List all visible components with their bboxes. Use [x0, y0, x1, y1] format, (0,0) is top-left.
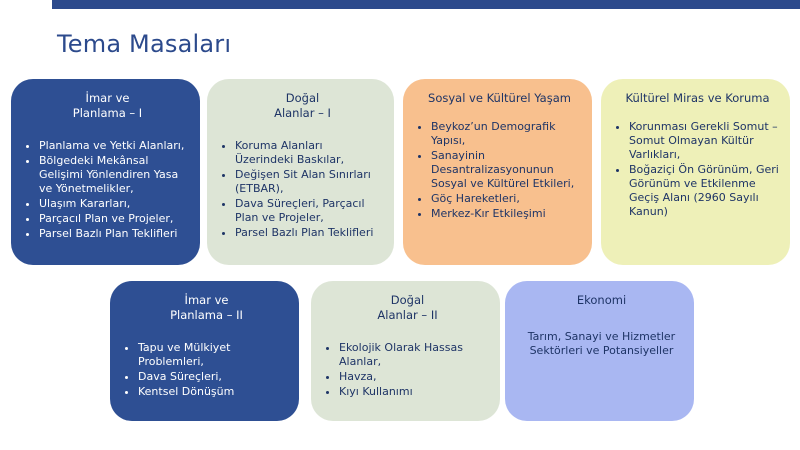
card-title: İmar ve Planlama – I [72, 91, 143, 120]
card-item-list: Planlama ve Yetki Alanları, Bölgedeki Me… [25, 139, 190, 241]
header-bar [52, 0, 800, 9]
slide-title: Tema Masaları [57, 30, 232, 58]
card-title: Kültürel Miras ve Koruma [625, 91, 770, 105]
list-item: Kentsel Dönüşüm [138, 385, 289, 399]
list-item: Parsel Bazlı Plan Teklifleri [39, 227, 190, 241]
list-item: Korunması Gerekli Somut – Somut Olmayan … [629, 120, 780, 162]
card-ekonomi: Ekonomi Tarım, Sanayi ve Hizmetler Sektö… [505, 281, 694, 421]
card-title: Doğal Alanlar – I [274, 91, 331, 120]
card-title: Doğal Alanlar – II [377, 293, 438, 322]
list-item: Göç Hareketleri, [431, 192, 582, 206]
card-body-text: Tarım, Sanayi ve Hizmetler Sektörleri ve… [527, 330, 676, 357]
card-item-list: Ekolojik Olarak Hassas Alanlar, Havza, K… [325, 341, 490, 399]
card-dogal-alanlar-1: Doğal Alanlar – I Koruma Alanları Üzerin… [207, 79, 394, 265]
card-title: İmar ve Planlama – II [170, 293, 243, 322]
card-item-list: Tapu ve Mülkiyet Problemleri, Dava Süreç… [124, 341, 289, 399]
list-item: Planlama ve Yetki Alanları, [39, 139, 190, 153]
list-item: Boğaziçi Ön Görünüm, Geri Görünüm ve Etk… [629, 163, 780, 219]
list-item: Merkez-Kır Etkileşimi [431, 207, 582, 221]
list-item: Parçacıl Plan ve Projeler, [39, 212, 190, 226]
list-item: Parsel Bazlı Plan Teklifleri [235, 226, 384, 240]
list-item: Ulaşım Kararları, [39, 197, 190, 211]
card-sosyal-kulturel-yasam: Sosyal ve Kültürel Yaşam Beykoz’un Demog… [403, 79, 592, 265]
list-item: Tapu ve Mülkiyet Problemleri, [138, 341, 289, 369]
list-item: Değişen Sit Alan Sınırları (ETBAR), [235, 168, 384, 196]
list-item: Ekolojik Olarak Hassas Alanlar, [339, 341, 490, 369]
card-item-list: Beykoz’un Demografik Yapısı, Sanayinin D… [417, 120, 582, 221]
list-item: Sanayinin Desantralizasyonunun Sosyal ve… [431, 149, 582, 191]
list-item: Dava Süreçleri, Parçacıl Plan ve Projele… [235, 197, 384, 225]
card-imar-planlama-2: İmar ve Planlama – II Tapu ve Mülkiyet P… [110, 281, 299, 421]
card-item-list: Korunması Gerekli Somut – Somut Olmayan … [615, 120, 780, 219]
list-item: Beykoz’un Demografik Yapısı, [431, 120, 582, 148]
card-kulturel-miras-koruma: Kültürel Miras ve Koruma Korunması Gerek… [601, 79, 790, 265]
card-item-list: Koruma Alanları Üzerindeki Baskılar, Değ… [221, 139, 384, 240]
list-item: Bölgedeki Mekânsal Gelişimi Yönlendiren … [39, 154, 190, 196]
card-title: Sosyal ve Kültürel Yaşam [428, 91, 571, 105]
list-item: Kıyı Kullanımı [339, 385, 490, 399]
card-dogal-alanlar-2: Doğal Alanlar – II Ekolojik Olarak Hassa… [311, 281, 500, 421]
list-item: Havza, [339, 370, 490, 384]
card-title: Ekonomi [576, 293, 627, 307]
list-item: Koruma Alanları Üzerindeki Baskılar, [235, 139, 384, 167]
list-item: Dava Süreçleri, [138, 370, 289, 384]
card-imar-planlama-1: İmar ve Planlama – I Planlama ve Yetki A… [11, 79, 200, 265]
